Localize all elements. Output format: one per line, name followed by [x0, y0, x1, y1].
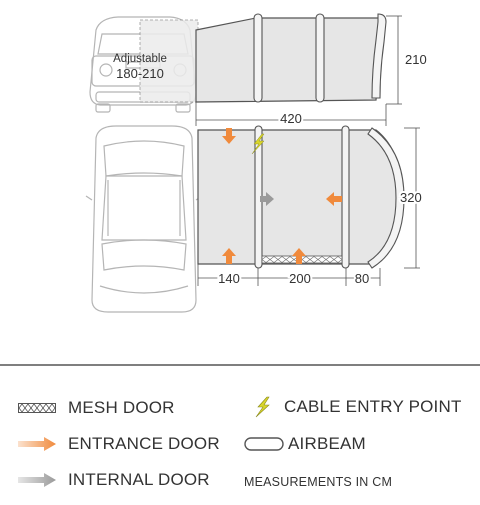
length-label: 420	[280, 111, 302, 126]
legend-measurements-label: MEASUREMENTS IN CM	[244, 475, 393, 489]
height-dimension	[386, 15, 402, 105]
internal-door-icon	[18, 473, 56, 487]
internal-door-arrow	[260, 192, 274, 206]
adjustable-tunnel	[139, 19, 199, 103]
segment-right-label: 80	[355, 271, 369, 286]
legend-cable-entry-label: CABLE ENTRY POINT	[284, 397, 462, 416]
depth-label: 320	[400, 190, 422, 205]
entrance-door-icon	[18, 437, 56, 451]
height-label: 210	[405, 52, 427, 67]
side-elevation: Adjustable 180-210 210 420	[89, 13, 427, 128]
entrance-arrow-bottom-left	[222, 248, 236, 264]
awning-diagram: Adjustable 180-210 210 420	[0, 13, 480, 366]
legend-measurements: MEASUREMENTS IN CM	[244, 475, 392, 489]
awning-side-profile	[195, 17, 385, 103]
mesh-door-icon	[18, 403, 56, 413]
segment-mid-label: 200	[289, 271, 311, 286]
length-dimension	[195, 102, 387, 126]
floor-plan: 320 140 200 80	[85, 125, 424, 313]
legend: MESH DOOR CABLE ENTRY POINT ENTRANCE DOO…	[0, 366, 480, 505]
adjustable-range: 180-210	[116, 66, 164, 81]
entrance-arrow-right	[326, 192, 342, 206]
side-airbeams	[253, 13, 387, 103]
cable-entry-bolt	[251, 133, 265, 155]
segment-dimensions	[197, 264, 381, 286]
legend-entrance-door-label: ENTRANCE DOOR	[68, 434, 220, 453]
entrance-door-arrows	[222, 128, 342, 264]
legend-internal-door: INTERNAL DOOR	[18, 470, 210, 490]
adjustable-label: Adjustable	[113, 53, 167, 65]
airbeam-icon	[244, 437, 284, 451]
legend-mesh-door: MESH DOOR	[18, 398, 175, 418]
entrance-arrow-top	[222, 128, 236, 144]
legend-airbeam: AIRBEAM	[244, 434, 366, 454]
depth-dimension	[404, 127, 420, 269]
legend-cable-entry: CABLE ENTRY POINT	[254, 396, 462, 418]
legend-mesh-door-label: MESH DOOR	[68, 398, 175, 417]
entrance-arrow-bottom-mid	[292, 248, 306, 264]
car-top	[85, 125, 203, 313]
cable-entry-icon	[255, 396, 270, 418]
legend-airbeam-label: AIRBEAM	[288, 434, 366, 453]
segment-left-label: 140	[218, 271, 240, 286]
legend-internal-door-label: INTERNAL DOOR	[68, 470, 210, 489]
legend-entrance-door: ENTRANCE DOOR	[18, 434, 220, 454]
tent-floor	[197, 129, 403, 265]
